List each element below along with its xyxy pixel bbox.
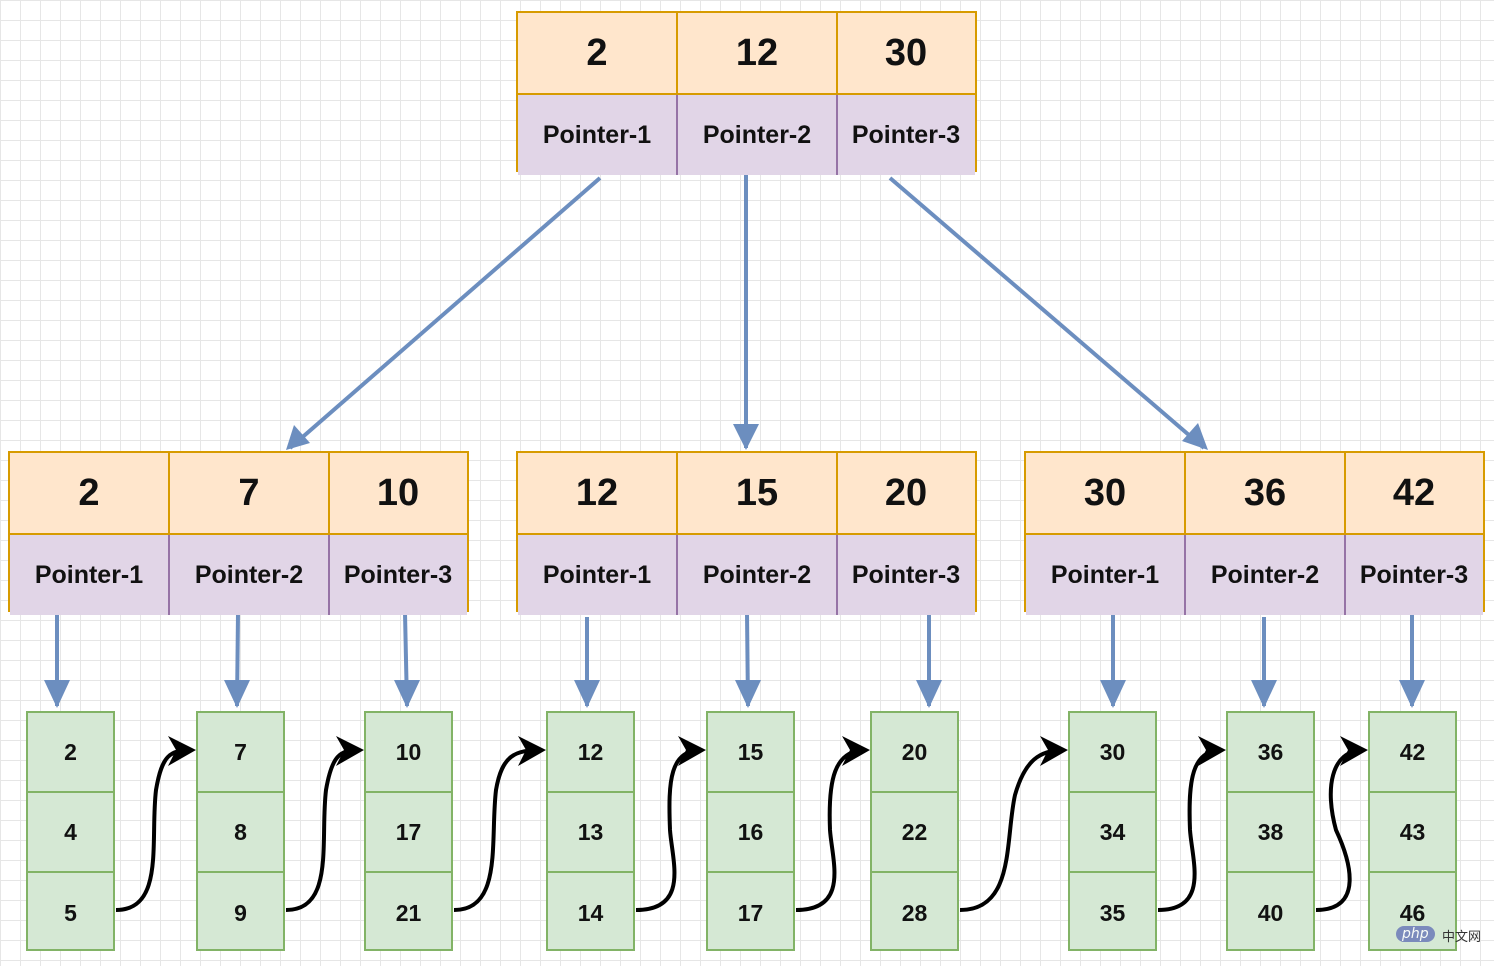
key-cell: 20 [884,471,928,514]
leaf-node-1: 2 4 5 [26,711,115,951]
leaf-value: 16 [708,793,793,873]
leaf-value: 40 [1257,899,1284,926]
key-cell: 30 [1026,453,1186,533]
leaf-value: 38 [1228,793,1313,873]
internal-pointers: Pointer-1 Pointer-2 Pointer-3 [1026,533,1483,615]
leaf-value: 21 [395,899,422,926]
key-cell: 15 [678,453,838,533]
leaf-value: 9 [234,899,247,926]
internal-pointers: Pointer-1 Pointer-2 Pointer-3 [518,533,975,615]
root-pointer-3-arrow [888,176,1206,450]
leaf-link [635,748,703,912]
pointer-cell: Pointer-3 [1359,560,1469,589]
leaf-value: 42 [1370,713,1455,793]
leaf-value: 12 [548,713,633,793]
key-cell: 36 [1186,453,1346,533]
leaf-value: 13 [548,793,633,873]
pointer-cell: Pointer-3 [343,560,453,589]
leaf-link [453,748,543,912]
key-cell: 12 [518,453,678,533]
root-pointers: Pointer-1 Pointer-2 Pointer-3 [518,93,975,175]
leaf-value: 43 [1370,793,1455,873]
root-key-1: 2 [518,13,678,93]
root-pointer-1: Pointer-1 [518,95,678,175]
leaf-value: 28 [901,899,928,926]
leaf-node-7: 30 34 35 [1068,711,1157,951]
internal-node-3: 30 36 42 Pointer-1 Pointer-2 Pointer-3 [1024,451,1485,615]
leaf-value: 17 [366,793,451,873]
leaf-link [795,748,867,912]
leaf-value: 10 [366,713,451,793]
pointer-cell: Pointer-2 [1186,535,1346,615]
leaf-value: 15 [708,713,793,793]
leaf-value: 46 [1399,899,1426,926]
internal-keys: 30 36 42 [1026,453,1483,533]
leaf-value: 22 [872,793,957,873]
pointer-cell: Pointer-1 [518,535,678,615]
leaf-node-4: 12 13 14 [546,711,635,951]
leaf-value: 14 [577,899,604,926]
leaf-value: 8 [198,793,283,873]
leaf-value: 17 [737,899,764,926]
pointer-cell: Pointer-2 [170,535,330,615]
root-key-3: 30 [884,31,928,74]
root-pointer-2: Pointer-2 [678,95,838,175]
leaf-link [959,748,1065,912]
leaf-value: 7 [198,713,283,793]
leaf-value: 4 [28,793,113,873]
key-cell: 7 [170,453,330,533]
leaf-node-5: 15 16 17 [706,711,795,951]
leaf-link [115,748,193,912]
root-key-2: 12 [678,13,838,93]
leaf-link [1157,748,1223,912]
leaf-value: 36 [1228,713,1313,793]
leaf-value: 34 [1070,793,1155,873]
leaf-node-9: 42 43 46 [1368,711,1457,951]
internal-keys: 12 15 20 [518,453,975,533]
key-cell: 10 [376,471,420,514]
leaf-node-8: 36 38 40 [1226,711,1315,951]
leaf-value: 35 [1099,899,1126,926]
leaf-node-3: 10 17 21 [364,711,453,951]
internal-keys: 2 7 10 [10,453,467,533]
pointer-cell: Pointer-1 [1026,535,1186,615]
leaf-node-6: 20 22 28 [870,711,959,951]
internal-node-1: 2 7 10 Pointer-1 Pointer-2 Pointer-3 [8,451,469,615]
root-pointer-1-arrow [288,176,602,450]
leaf-value: 2 [28,713,113,793]
internal-node-2: 12 15 20 Pointer-1 Pointer-2 Pointer-3 [516,451,977,615]
key-cell: 2 [10,453,170,533]
pointer-cell: Pointer-1 [10,535,170,615]
leaf-node-2: 7 8 9 [196,711,285,951]
leaf-value: 30 [1070,713,1155,793]
leaf-value: 5 [64,899,77,926]
internal-pointers: Pointer-1 Pointer-2 Pointer-3 [10,533,467,615]
root-pointer-3: Pointer-3 [851,120,961,149]
key-cell: 42 [1392,471,1436,514]
leaf-value: 20 [872,713,957,793]
root-node: 2 12 30 Pointer-1 Pointer-2 Pointer-3 [516,11,977,175]
pointer-cell: Pointer-3 [851,560,961,589]
leaf-link [285,748,361,912]
root-keys: 2 12 30 [518,13,975,93]
pointer-cell: Pointer-2 [678,535,838,615]
leaf-link [1315,748,1365,912]
